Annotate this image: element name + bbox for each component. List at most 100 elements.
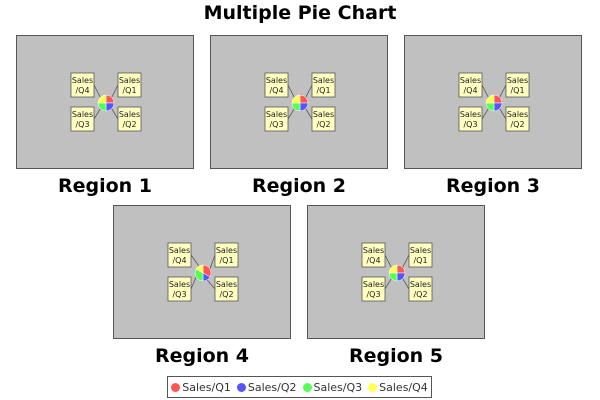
slice-label-box (264, 106, 289, 132)
leader-line (305, 108, 313, 120)
slice-label-text: /Q4 (366, 256, 380, 265)
slice-label-box (214, 242, 239, 268)
legend-item-q2: Sales/Q2 (236, 381, 297, 394)
slice-label-text: /Q1 (316, 86, 330, 95)
slice-label-text: Sales (410, 246, 431, 255)
pie-label-region-1: Region 1 (57, 175, 153, 197)
slice-label-text: Sales (72, 110, 93, 119)
pie-label-region-4: Region 4 (154, 345, 250, 367)
leader-line (206, 279, 216, 290)
slice-label-box (167, 242, 192, 268)
legend-swatch-q4 (368, 382, 378, 392)
slice-label: Sales/Q4 (361, 242, 386, 268)
slice-label-text: Sales (216, 246, 237, 255)
slice-label-text: /Q1 (122, 86, 136, 95)
legend-label-q4: Sales/Q4 (379, 380, 428, 394)
leader-line (499, 84, 507, 98)
slice-label-text: Sales (507, 76, 528, 85)
slice-label-text: Sales (507, 110, 528, 119)
legend-item-q3: Sales/Q3 (302, 380, 363, 394)
pie-slice-sales-q1 (493, 94, 503, 104)
pie-slice-sales-q4 (195, 264, 204, 274)
slice-label-text: /Q4 (75, 86, 89, 95)
slice-label: Sales/Q2 (408, 276, 433, 302)
leader-line (93, 108, 101, 120)
leader-line (402, 278, 410, 290)
slice-label-text: /Q3 (366, 290, 380, 299)
slice-label-text: /Q3 (463, 120, 477, 129)
slice-label-box (505, 106, 530, 132)
slice-label-text: Sales (363, 280, 384, 289)
leader-line (481, 84, 489, 98)
slice-label: Sales/Q1 (214, 242, 239, 268)
pie-slice-sales-q4 (485, 94, 495, 104)
slice-label-text: Sales (266, 76, 287, 85)
leader-line (111, 108, 119, 120)
slice-label-text: Sales (266, 110, 287, 119)
slice-label: Sales/Q3 (264, 106, 289, 132)
slice-label: Sales/Q4 (264, 72, 289, 98)
slice-label-text: Sales (72, 76, 93, 85)
slice-label: Sales/Q3 (70, 106, 95, 132)
slice-label-text: /Q3 (75, 120, 89, 129)
slice-label-box (70, 72, 95, 98)
leader-line (111, 84, 119, 98)
slice-label: Sales/Q2 (214, 276, 239, 302)
slice-label: Sales/Q3 (458, 106, 483, 132)
slice-label-text: /Q3 (269, 120, 283, 129)
slice-label-text: /Q1 (219, 256, 233, 265)
slice-label: Sales/Q3 (361, 276, 386, 302)
slice-label-box (458, 72, 483, 98)
pie-slice-sales-q1 (105, 94, 115, 104)
slice-label-text: /Q1 (413, 256, 427, 265)
leader-line (93, 84, 101, 98)
slice-label: Sales/Q4 (70, 72, 95, 98)
pie-slice-sales-q4 (97, 94, 107, 104)
slice-label-box (311, 106, 336, 132)
pie-label-region-2: Region 2 (251, 175, 347, 197)
slice-label-text: Sales (313, 110, 334, 119)
slice-label-text: /Q2 (219, 290, 233, 299)
slice-label: Sales/Q1 (408, 242, 433, 268)
legend-label-q1: Sales/Q1 (182, 380, 231, 394)
leader-line (481, 108, 489, 120)
slice-label: Sales/Q1 (311, 72, 336, 98)
slice-label-text: Sales (313, 76, 334, 85)
slice-label-text: /Q4 (172, 256, 186, 265)
legend-item-q1: Sales/Q1 (171, 381, 231, 394)
slice-label-box (117, 106, 142, 132)
slice-label-box (361, 242, 386, 268)
slice-label-text: Sales (169, 280, 190, 289)
slice-label-text: /Q1 (510, 86, 524, 95)
slice-label: Sales/Q4 (458, 72, 483, 98)
slice-label: Sales/Q1 (117, 72, 142, 98)
leader-line (305, 84, 313, 98)
slice-label: Sales/Q3 (167, 276, 192, 302)
slice-label-box (117, 72, 142, 98)
slice-label-text: Sales (216, 280, 237, 289)
slice-label-box (361, 276, 386, 302)
slice-label-text: Sales (410, 280, 431, 289)
leader-line (402, 254, 410, 268)
slice-label-text: /Q4 (463, 86, 477, 95)
slice-label: Sales/Q2 (311, 106, 336, 132)
pie-slice-sales-q1 (396, 264, 406, 274)
leader-line (499, 108, 507, 120)
slice-label-box (505, 72, 530, 98)
legend-label-q3: Sales/Q3 (313, 380, 363, 394)
slice-label-text: Sales (119, 76, 140, 85)
slice-label-box (408, 242, 433, 268)
legend-swatch-q1 (171, 382, 181, 392)
slice-label-text: /Q2 (510, 120, 524, 129)
slice-label-box (458, 106, 483, 132)
slice-label-text: /Q4 (269, 86, 283, 95)
